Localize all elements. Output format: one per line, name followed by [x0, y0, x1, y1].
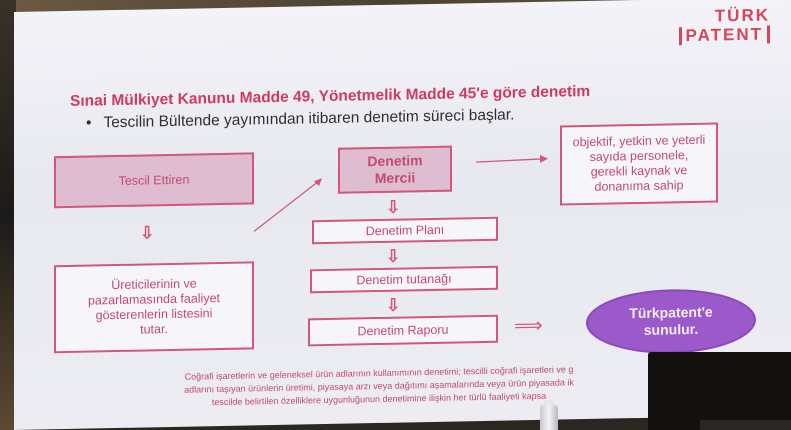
foreground-monitor — [648, 352, 791, 430]
arrow-down-icon: ⇩ — [386, 295, 401, 315]
box-denetim-mercii: Denetim Mercii — [338, 145, 452, 194]
bullet-text: Tescilin Bültende yayımından itibaren de… — [103, 106, 515, 132]
turkpatent-logo: TÜRK PATENT — [642, 5, 770, 46]
arrow-down-icon: ⇩ — [140, 223, 155, 243]
arrow-down-icon: ⇩ — [386, 246, 401, 266]
bullet-dot-icon: • — [86, 114, 92, 132]
slide-title: Sınai Mülkiyet Kanunu Madde 49, Yönetmel… — [70, 82, 591, 110]
box-denetim-tutanagi: Denetim tutanağı — [310, 265, 498, 294]
logo-line-2: PATENT — [678, 25, 770, 46]
water-bottle — [540, 405, 558, 430]
arrow-to-objektif — [475, 154, 548, 163]
room-background-left — [0, 0, 16, 430]
slide-bullet: • Tescilin Bültende yayımından itibaren d… — [86, 106, 514, 132]
water-bottle-cap — [544, 400, 554, 407]
presentation-slide: TÜRK PATENT Sınai Mülkiyet Kanunu Madde … — [14, 0, 791, 430]
foreground-monitor-stand — [700, 420, 791, 430]
box-denetim-raporu: Denetim Raporu — [308, 314, 498, 347]
slide-footer: Coğrafi işaretlerin ve geleneksel ürün a… — [34, 360, 724, 412]
box-denetim-plani: Denetim Planı — [312, 216, 498, 245]
box-ureticilerin: Üreticilerinin ve pazarlamasında faaliye… — [54, 261, 254, 354]
arrow-right-icon: ⟹ — [514, 314, 543, 338]
connector-line — [253, 178, 322, 232]
ellipse-turkpatent: Türkpatent'e sunulur. — [586, 287, 756, 356]
box-objektif: objektif, yetkin ve yeterli sayıda perso… — [560, 122, 718, 206]
box-tescil-ettiren: Tescil Ettiren — [54, 152, 254, 209]
arrow-down-icon: ⇩ — [386, 197, 401, 217]
